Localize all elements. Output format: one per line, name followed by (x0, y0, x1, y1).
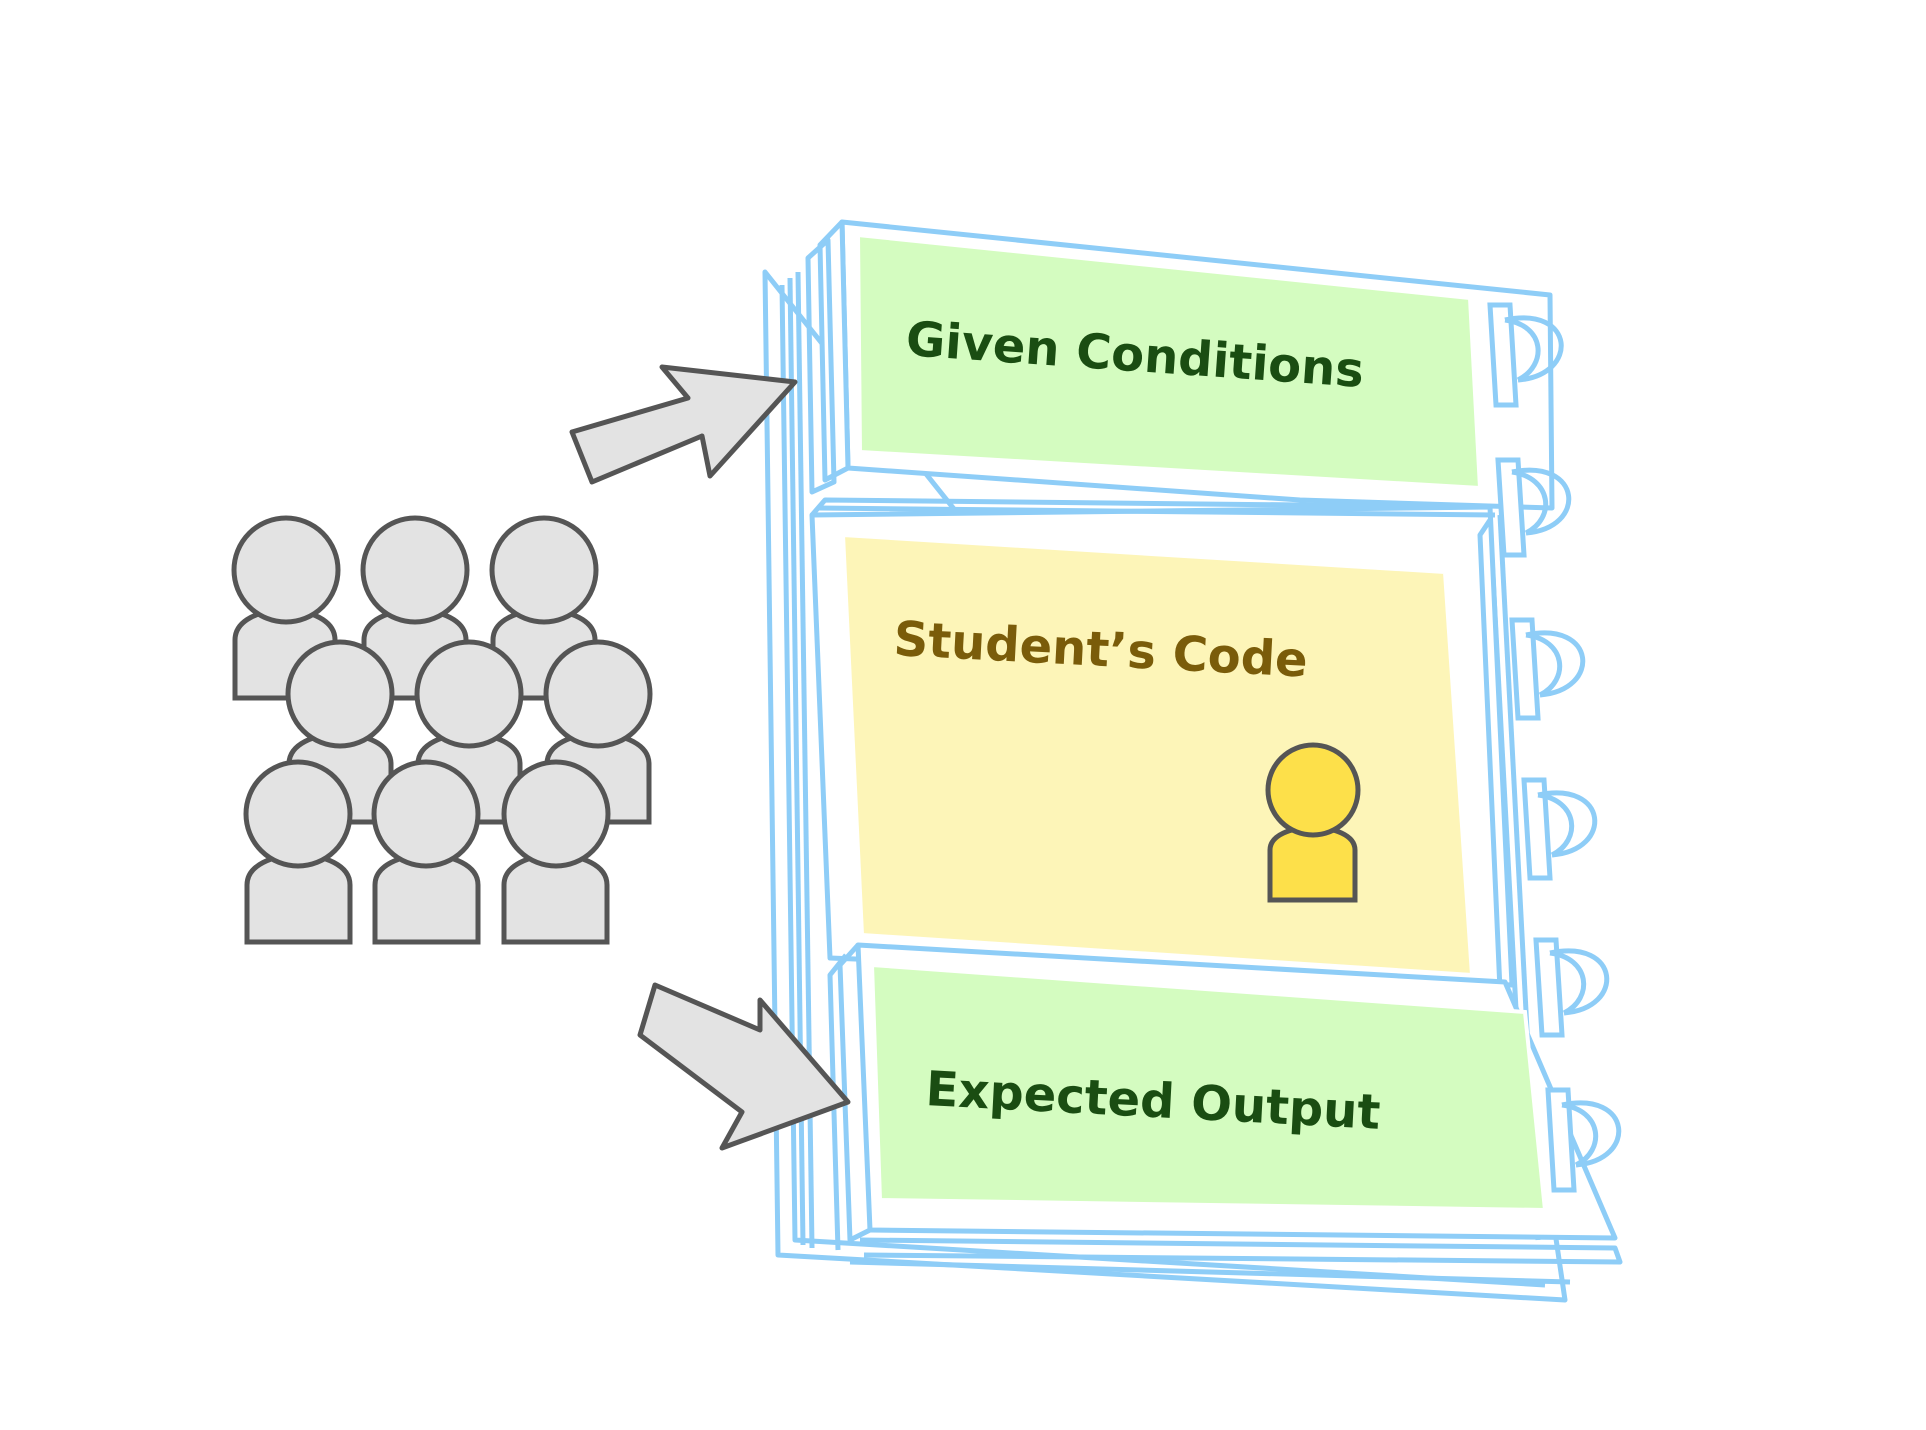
given-section-panel (855, 232, 1483, 491)
binder-ring-icon (1509, 617, 1586, 721)
arrow-to-expected-icon (637, 982, 851, 1151)
binder-ring-icon (1487, 302, 1564, 408)
person-icon (371, 759, 481, 945)
binder-ring-icon (1521, 777, 1598, 881)
binder-ring-icon (1495, 457, 1572, 558)
person-icon (243, 759, 353, 945)
person-icon (501, 759, 611, 945)
person-icon (543, 639, 653, 825)
people-group-icon (231, 515, 653, 945)
student-person-icon (1265, 742, 1361, 903)
binder-ring-icon (1545, 1087, 1622, 1193)
binder-rings (1487, 302, 1622, 1193)
arrow-to-given-icon (569, 364, 798, 485)
expected-section-panel (869, 962, 1548, 1213)
binder-ring-icon (1533, 937, 1610, 1038)
code-section-panel (840, 532, 1475, 978)
